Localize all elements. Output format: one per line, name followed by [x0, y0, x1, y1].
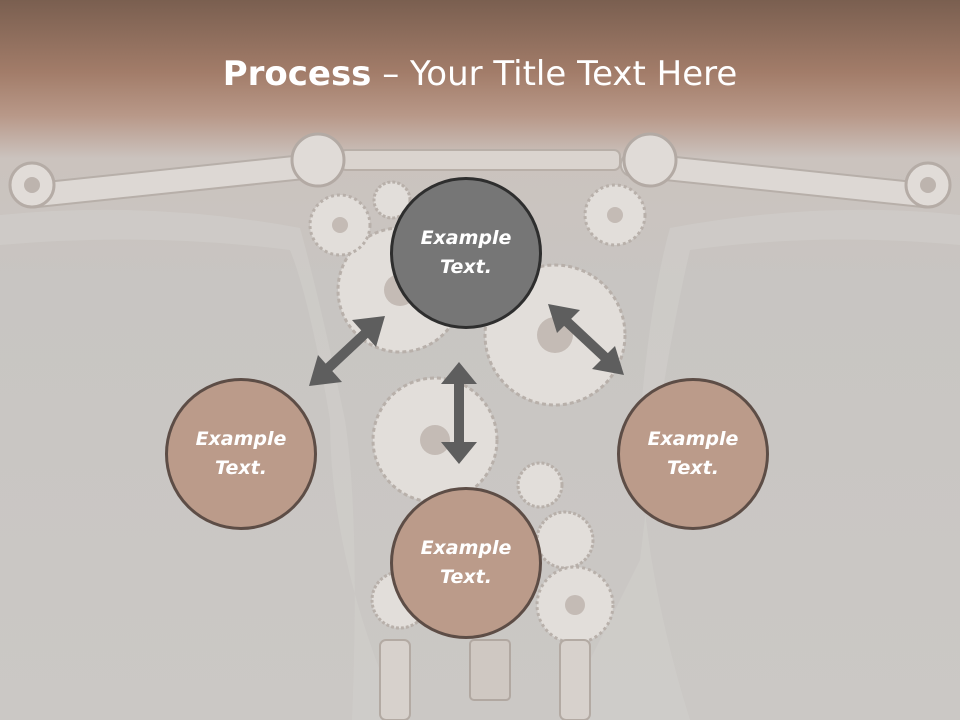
- node-text-line1: Example: [647, 428, 739, 450]
- node-text-line1: Example: [195, 428, 287, 450]
- node-text-line2: Text.: [215, 457, 267, 479]
- process-node-bottom[interactable]: Example Text.: [390, 487, 542, 639]
- node-text-line2: Text.: [667, 457, 719, 479]
- arrowhead: [592, 346, 624, 375]
- arrowhead: [441, 362, 477, 384]
- arrow-top-left: [320, 325, 374, 376]
- process-node-left[interactable]: Example Text.: [165, 378, 317, 530]
- slide-title: Process – Your Title Text Here: [0, 52, 960, 96]
- node-text-line1: Example: [420, 227, 512, 249]
- arrowhead: [548, 304, 580, 333]
- arrow-top-right: [559, 314, 613, 365]
- node-text-line1: Example: [420, 537, 512, 559]
- arrowhead: [441, 442, 477, 464]
- node-text-line2: Text.: [440, 256, 492, 278]
- node-text-line2: Text.: [440, 566, 492, 588]
- title-rest: – Your Title Text Here: [371, 54, 738, 94]
- arrowhead: [309, 355, 342, 386]
- title-bold: Process: [222, 54, 372, 94]
- arrowhead: [352, 316, 385, 347]
- process-node-top[interactable]: Example Text.: [390, 177, 542, 329]
- process-node-right[interactable]: Example Text.: [617, 378, 769, 530]
